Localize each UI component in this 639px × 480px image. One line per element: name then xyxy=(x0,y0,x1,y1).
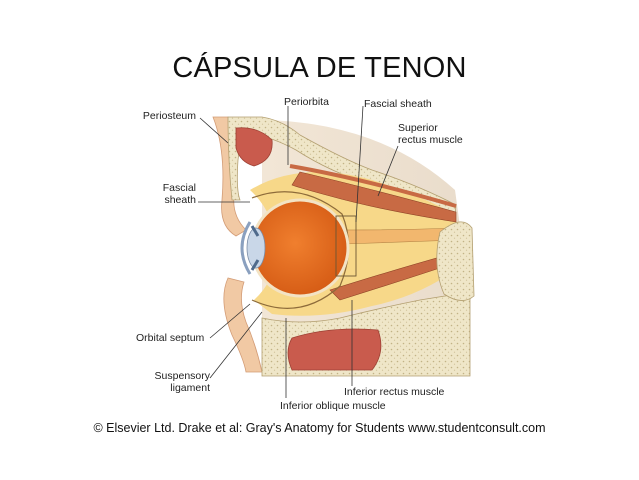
leader-lines xyxy=(198,105,399,398)
label-suspensory-line2: ligament xyxy=(170,382,210,394)
iris xyxy=(250,225,260,271)
superior-rectus-muscle xyxy=(291,171,457,223)
label-superior-rectus-line2: rectus muscle xyxy=(398,134,463,146)
levator-muscle xyxy=(289,164,457,208)
label-fascial-sheath-left: Fascial sheath xyxy=(138,182,196,206)
label-superior-rectus-line1: Superior xyxy=(398,122,438,134)
label-fascial-sheath-top: Fascial sheath xyxy=(364,98,432,110)
label-orbital-septum: Orbital septum xyxy=(136,332,205,344)
label-inferior-oblique: Inferior oblique muscle xyxy=(280,400,386,412)
label-fascial-sheath-left-line1: Fascial xyxy=(162,182,196,194)
maxillary-sinus xyxy=(287,328,382,371)
label-fascial-sheath-left-line2: sheath xyxy=(164,194,196,206)
label-inferior-rectus: Inferior rectus muscle xyxy=(344,386,445,398)
cornea xyxy=(240,221,252,275)
label-periosteum: Periosteum xyxy=(142,110,196,122)
page-title: CÁPSULA DE TENON xyxy=(172,52,467,84)
label-suspensory-line1: Suspensory xyxy=(154,370,210,382)
label-superior-rectus: Superior rectus muscle xyxy=(398,122,463,146)
lower-eyelid-skin xyxy=(223,277,263,373)
label-periorbita: Periorbita xyxy=(284,96,329,108)
tenon-detail-box xyxy=(335,215,357,277)
label-suspensory-ligament: Suspensory ligament xyxy=(130,370,210,394)
frontal-sinus xyxy=(235,127,273,167)
lens xyxy=(246,227,266,269)
sphenoid-bone xyxy=(436,221,475,301)
copyright-credit: © Elsevier Ltd. Drake et al: Gray's Anat… xyxy=(93,421,546,435)
